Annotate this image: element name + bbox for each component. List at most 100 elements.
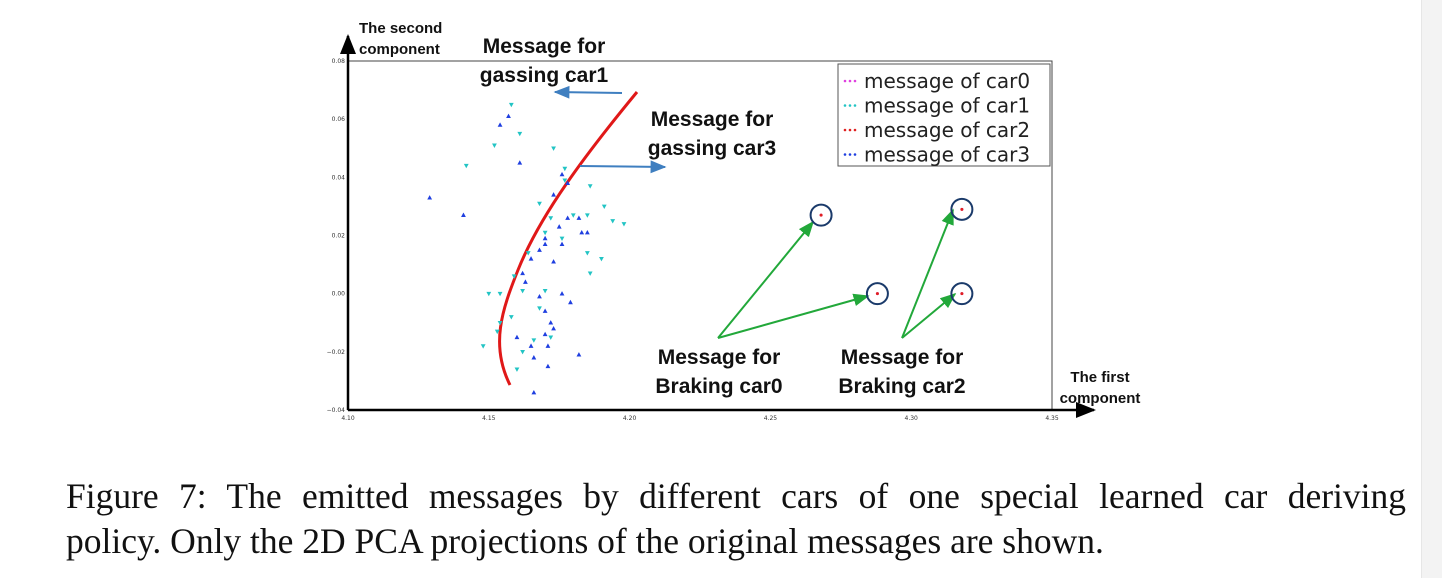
car1-point (587, 271, 593, 276)
braking-car0-arrow-b (717, 293, 870, 339)
car1-point (599, 256, 604, 262)
car1-point (494, 329, 500, 335)
legend-marker (853, 128, 857, 132)
legend-marker (848, 153, 852, 156)
x-tick-label: 4.30 (905, 415, 919, 422)
car3-point (461, 212, 466, 217)
car3-point (556, 224, 562, 229)
car3-point (542, 241, 548, 247)
car1-point (537, 306, 542, 311)
car1-point (610, 219, 616, 224)
legend-marker (848, 128, 852, 132)
car1-point (542, 288, 548, 294)
car1-point (520, 288, 525, 294)
legend-label: message of car3 (864, 143, 1030, 167)
car3-point (531, 355, 537, 360)
car3-point (537, 247, 542, 252)
car1-point (511, 274, 517, 279)
car1-point (531, 338, 537, 343)
car3-point (497, 122, 503, 127)
car1-point (517, 131, 523, 137)
car2-point (960, 292, 964, 296)
y-tick-label: 0.02 (332, 233, 346, 240)
car3-point (506, 113, 511, 119)
car3-point (545, 363, 551, 369)
legend-label: message of car2 (864, 118, 1030, 142)
car3-point (579, 229, 585, 235)
car1-point (480, 344, 486, 349)
y-tick-label: 0.04 (332, 174, 346, 181)
car1-point (570, 213, 576, 218)
legend-marker (843, 128, 847, 132)
y-tick-label: 0.06 (332, 116, 346, 123)
car1-point (508, 102, 514, 108)
car3-point (568, 299, 573, 305)
car1-point (601, 204, 607, 210)
car1-point (562, 166, 568, 172)
car3-point (531, 389, 537, 395)
legend-label: message of car0 (864, 69, 1030, 93)
legend-marker (853, 104, 857, 107)
car1-point (548, 216, 554, 221)
car1-point (559, 236, 565, 242)
car1-point (497, 320, 503, 326)
car3-point (551, 259, 556, 264)
car3-point (559, 291, 565, 296)
car3-point (520, 270, 525, 276)
car1-point (525, 251, 531, 256)
x-tick-label: 4.20 (623, 415, 637, 422)
x-tick-label: 4.15 (482, 415, 496, 422)
car2-point (960, 207, 964, 211)
car3-point (427, 195, 433, 200)
car1-point (497, 291, 503, 297)
car2-point (875, 292, 879, 296)
car3-point (517, 160, 523, 165)
car1-point (584, 213, 590, 218)
y-tick-label: −0.02 (327, 349, 346, 356)
legend-label: message of car1 (864, 94, 1030, 118)
car3-point (528, 343, 534, 348)
car3-point (576, 352, 582, 357)
car3-point (551, 192, 556, 197)
y-tick-label: 0.08 (332, 58, 346, 65)
legend-marker (848, 104, 852, 107)
car1-point (542, 230, 548, 236)
car3-point (559, 171, 565, 177)
decision-boundary-curve (498, 91, 639, 386)
legend-box (837, 63, 1051, 167)
braking-car0-arrow-a (717, 220, 815, 339)
car3-point (565, 180, 571, 185)
highlight-circle (809, 203, 833, 227)
car3-point (576, 215, 582, 220)
car1-point (486, 291, 492, 297)
car1-point (537, 201, 542, 207)
braking-car2-arrow-b (901, 292, 957, 339)
car3-point (559, 241, 565, 247)
car1-point (621, 222, 627, 227)
legend-marker (848, 79, 852, 83)
legend-marker (853, 79, 857, 83)
car1-point (520, 350, 525, 355)
car3-point (537, 293, 542, 299)
legend-marker (843, 153, 847, 156)
braking-car2-arrow-a (901, 208, 954, 339)
caption-line-2: policy. Only the 2D PCA projections of t… (66, 521, 1104, 561)
scrollbar-track[interactable] (1421, 0, 1442, 578)
car1-point (551, 146, 556, 151)
legend-marker (843, 79, 847, 83)
car1-point (514, 367, 520, 372)
car3-point (542, 308, 548, 313)
x-tick-label: 4.10 (341, 415, 355, 422)
legend-marker (853, 153, 857, 156)
car3-point (523, 279, 528, 284)
highlight-circle (865, 282, 889, 306)
car3-point (551, 325, 556, 331)
